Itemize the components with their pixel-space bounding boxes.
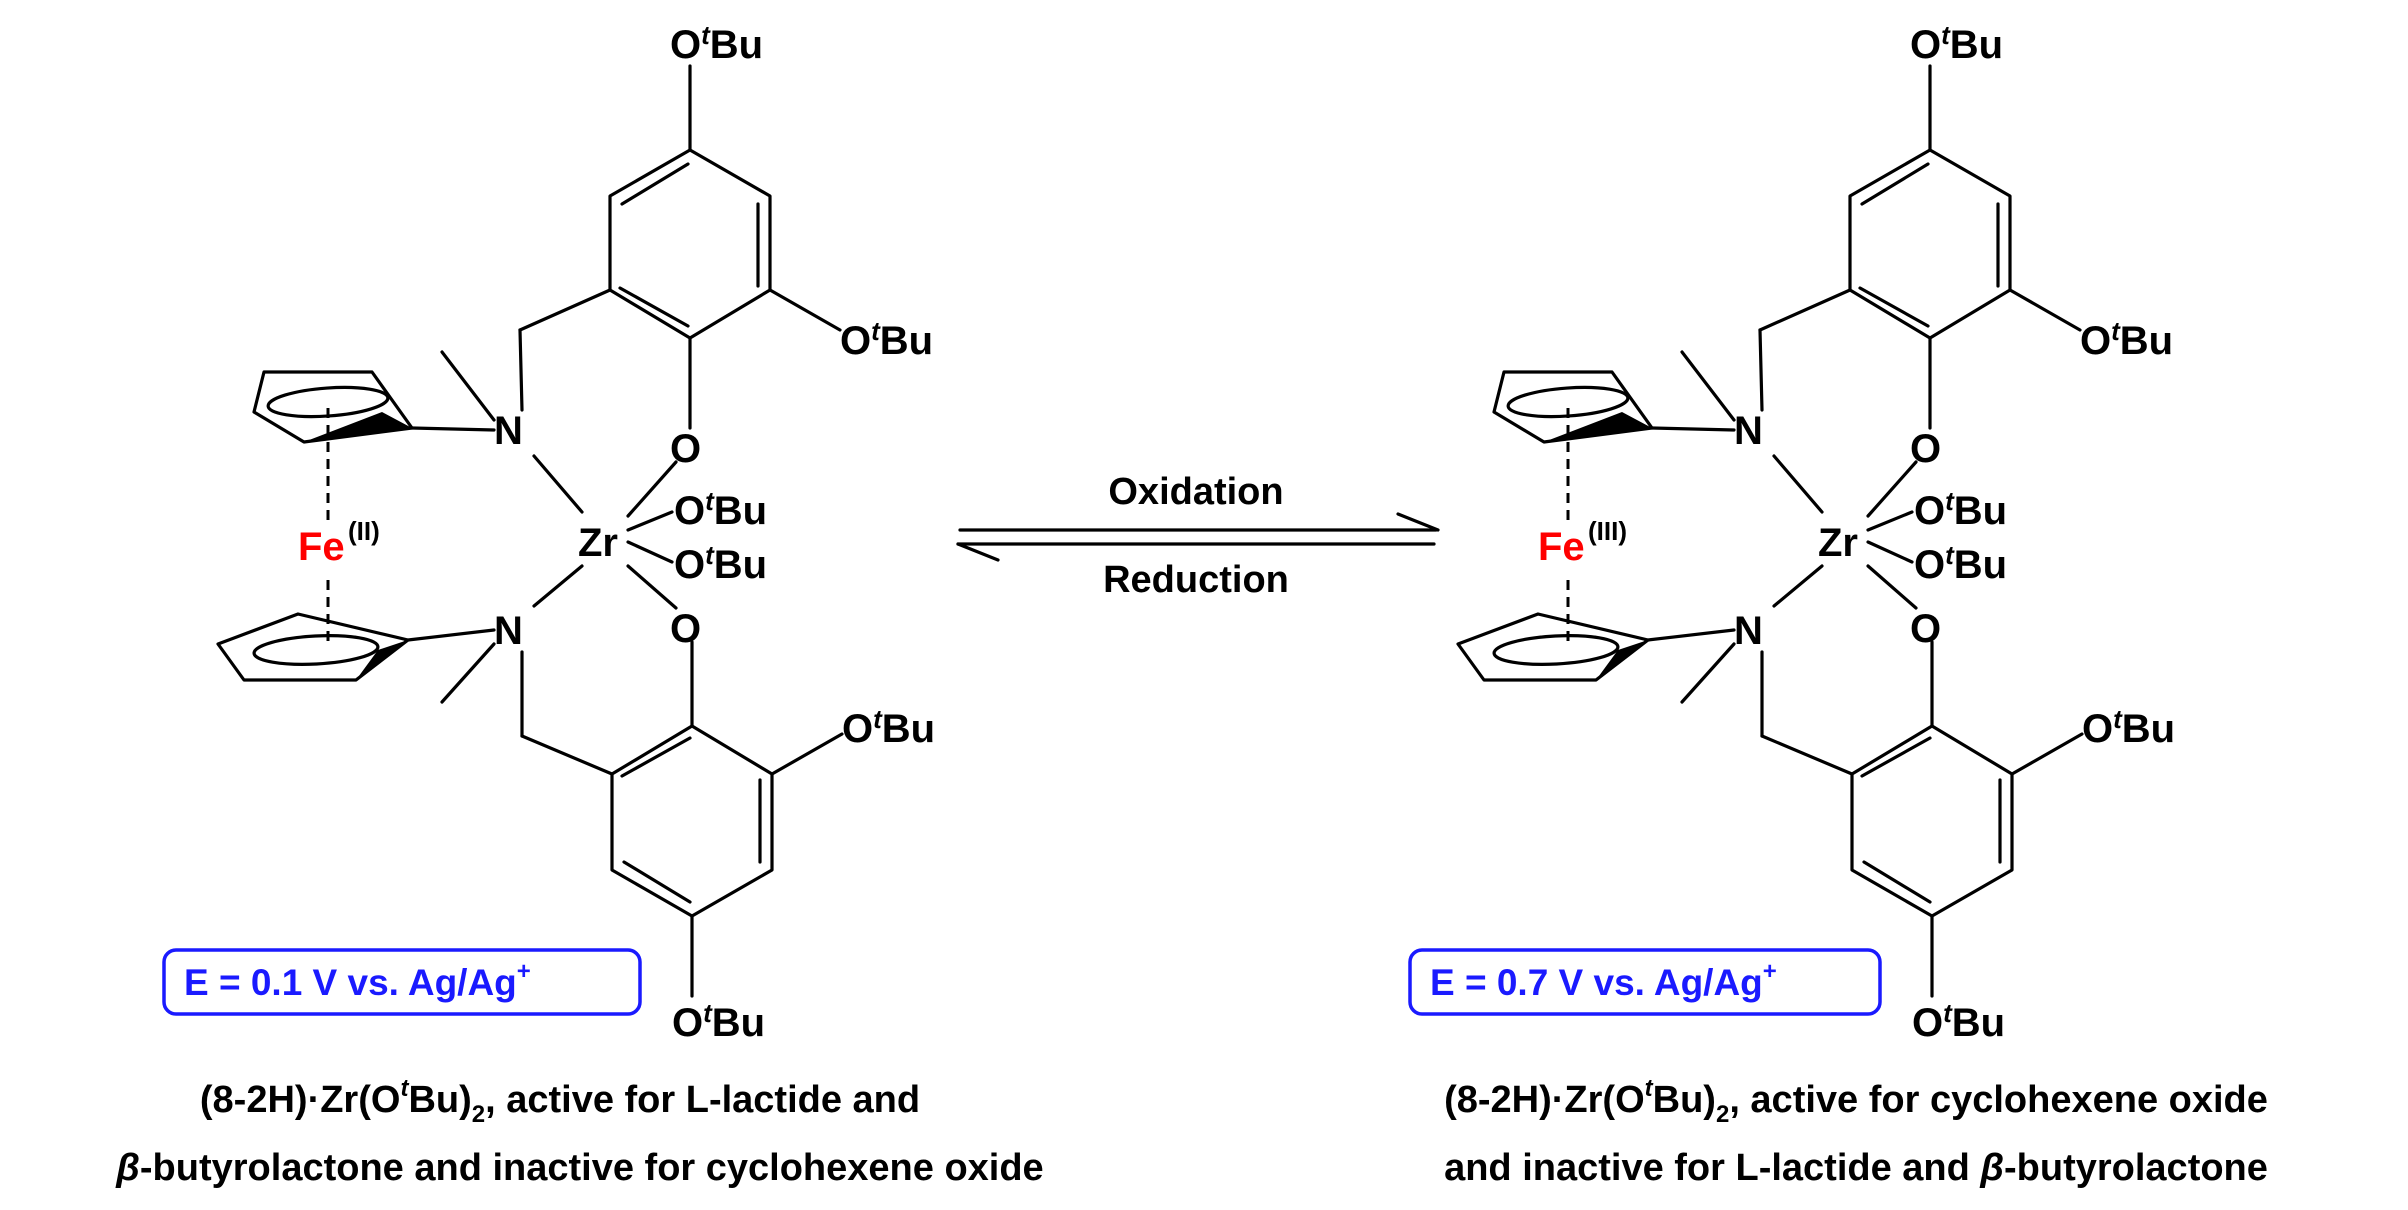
aryl-alkoxide-label-bottom-ortho: OtBu xyxy=(842,704,935,751)
caption-fe-iii-line-2: and inactive for L-lactide and β-butyrol… xyxy=(1444,1147,2268,1189)
iron-atom-label: Fe xyxy=(1538,525,1585,569)
complex-fe-ii: Fe (II) Zr N N O O OtBu OtBu OtBu OtBu O… xyxy=(115,20,1043,1189)
iron-atom-label: Fe xyxy=(298,525,345,569)
complex-fe-iii: Fe (III) Zr N N O O OtBu OtBu OtBu OtBu … xyxy=(1408,20,2175,1045)
oxygen-atom-label-bottom: O xyxy=(1910,607,1941,651)
potential-box-fe-ii xyxy=(162,948,642,1016)
aryl-alkoxide-label-top-para: OtBu xyxy=(670,20,763,67)
zirconium-atom-label: Zr xyxy=(578,521,618,565)
zr-alkoxide-label-2: OtBu xyxy=(674,540,767,587)
nitrogen-atom-label-top: N xyxy=(494,409,523,453)
aryl-alkoxide-label-bottom-ortho: OtBu xyxy=(2082,704,2175,751)
nitrogen-atom-label-bottom: N xyxy=(494,609,523,653)
caption-fe-ii-line-1: (8-2H)·Zr(OtBu)2, active for L-lactide a… xyxy=(200,1075,920,1128)
nitrogen-atom-label-bottom: N xyxy=(1734,609,1763,653)
potential-label-fe-ii: E = 0.1 V vs. Ag/Ag+ xyxy=(184,958,531,1003)
zr-alkoxide-label-2: OtBu xyxy=(1914,540,2007,587)
aryl-alkoxide-label-top-ortho: OtBu xyxy=(2080,316,2173,363)
zr-alkoxide-label-1: OtBu xyxy=(1914,486,2007,533)
oxygen-atom-label-top: O xyxy=(1910,427,1941,471)
aryl-alkoxide-label-top-ortho: OtBu xyxy=(840,316,933,363)
reduction-label: Reduction xyxy=(1103,559,1289,601)
caption-fe-iii-line-1: (8-2H)·Zr(OtBu)2, active for cyclohexene… xyxy=(1444,1075,2268,1128)
aryl-alkoxide-label-bottom-para: OtBu xyxy=(672,998,765,1045)
potential-label-fe-iii: E = 0.7 V vs. Ag/Ag+ xyxy=(1430,958,1777,1003)
caption-fe-ii-line-2: β-butyrolactone and inactive for cyclohe… xyxy=(115,1147,1043,1189)
forward-arrow-head xyxy=(1396,512,1440,532)
oxidation-label: Oxidation xyxy=(1108,471,1283,513)
potential-box-fe-iii xyxy=(1408,948,1882,1016)
nitrogen-atom-label-top: N xyxy=(1734,409,1763,453)
aryl-alkoxide-label-top-para: OtBu xyxy=(1910,20,2003,67)
oxygen-atom-label-bottom: O xyxy=(670,607,701,651)
reverse-arrow-head xyxy=(956,542,1000,562)
zr-alkoxide-label-1: OtBu xyxy=(674,486,767,533)
iron-oxidation-state: (II) xyxy=(348,516,380,546)
iron-oxidation-state: (III) xyxy=(1588,516,1627,546)
equilibrium-arrows: Oxidation Reduction xyxy=(956,471,1440,601)
zirconium-atom-label: Zr xyxy=(1818,521,1858,565)
oxygen-atom-label-top: O xyxy=(670,427,701,471)
aryl-alkoxide-label-bottom-para: OtBu xyxy=(1912,998,2005,1045)
